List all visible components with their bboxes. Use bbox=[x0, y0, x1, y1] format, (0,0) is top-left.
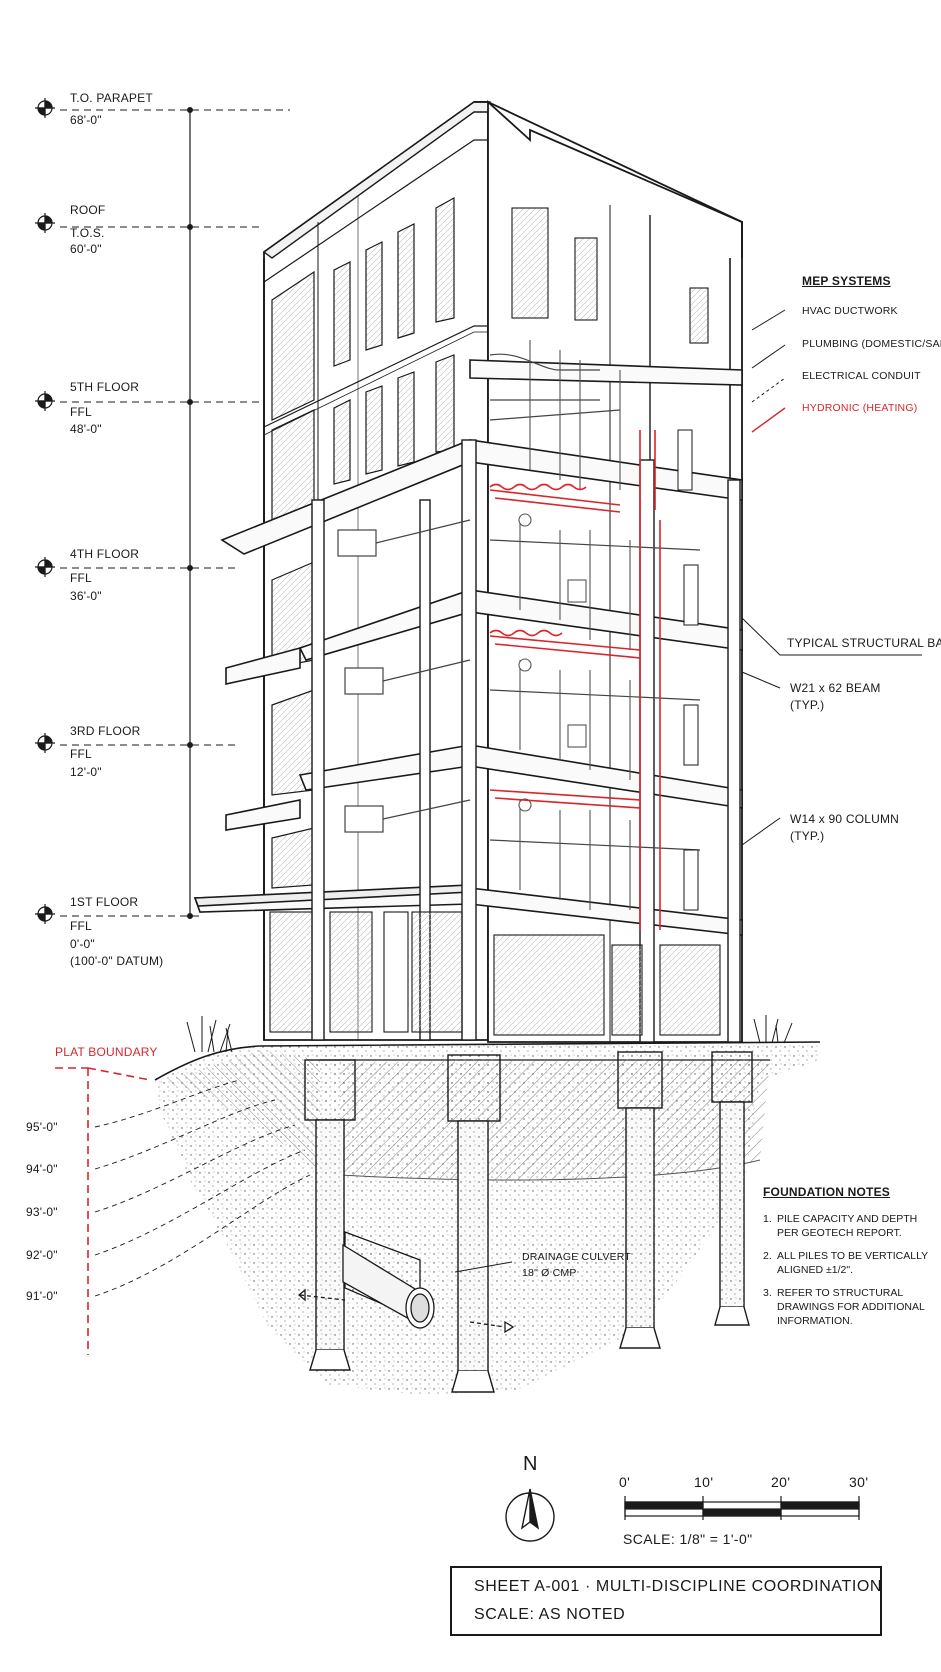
contour-label: 91'-0" bbox=[26, 1289, 58, 1303]
building bbox=[193, 99, 743, 1043]
culvert-size: 18" Ø CMP bbox=[522, 1267, 577, 1279]
slab-3rd bbox=[225, 646, 301, 685]
scale-tick-label: 30' bbox=[849, 1474, 869, 1490]
level-elev-parapet: 68'-0" bbox=[70, 113, 102, 127]
level-elev-4th: 36'-0" bbox=[70, 589, 102, 603]
north-arrow-icon bbox=[505, 1488, 555, 1542]
level-name-roof: ROOF bbox=[70, 203, 106, 217]
leader-lines bbox=[741, 309, 922, 846]
pile bbox=[447, 1054, 501, 1393]
scale-tick-label: 10' bbox=[694, 1474, 714, 1490]
level-target-icon bbox=[35, 98, 55, 118]
title-block-sheet: SHEET A-001 · MULTI-DISCIPLINE COORDINAT… bbox=[474, 1578, 883, 1595]
level-name-parapet: T.O. PARAPET bbox=[70, 91, 153, 105]
contour-label: 92'-0" bbox=[26, 1248, 58, 1262]
pile bbox=[304, 1059, 356, 1371]
title-block-scale: SCALE: AS NOTED bbox=[474, 1606, 626, 1623]
level-elev-3rd: 12'-0" bbox=[70, 765, 102, 779]
drainage-culvert bbox=[297, 1231, 515, 1334]
plumbing-pipes bbox=[518, 340, 631, 910]
pile bbox=[711, 1051, 753, 1326]
scale-bar bbox=[624, 1496, 860, 1520]
foundation-notes-title: FOUNDATION NOTES bbox=[763, 1185, 890, 1199]
slab-2nd bbox=[225, 799, 301, 831]
mep-item-hvac: HVAC DUCTWORK bbox=[802, 305, 898, 317]
north-arrow-label: N bbox=[523, 1453, 538, 1475]
contour-lines bbox=[94, 1079, 311, 1297]
front-windows bbox=[271, 196, 455, 889]
level-line-1st bbox=[60, 913, 200, 919]
pile bbox=[617, 1051, 663, 1349]
level-sub-1st: FFL bbox=[70, 919, 92, 933]
storefront bbox=[269, 911, 721, 1036]
level-sub-roof: T.O.S. bbox=[70, 226, 105, 240]
side-windows bbox=[511, 207, 709, 344]
plat-boundary-label: PLAT BOUNDARY bbox=[55, 1045, 158, 1059]
callout-structural-bay: TYPICAL STRUCTURAL BAY bbox=[787, 636, 941, 650]
contour-label: 95'-0" bbox=[26, 1120, 58, 1134]
floor-slabs bbox=[193, 359, 743, 936]
level-name-4th: 4TH FLOOR bbox=[70, 547, 140, 561]
level-target-icon bbox=[35, 557, 55, 577]
interior-doors bbox=[677, 429, 699, 911]
callout-beam-typ: (TYP.) bbox=[790, 698, 825, 712]
scale-tick-label: 0' bbox=[619, 1474, 631, 1490]
scale-tick-label: 20' bbox=[771, 1474, 791, 1490]
callout-column: W14 x 90 COLUMN bbox=[790, 812, 900, 826]
level-target-icon bbox=[35, 391, 55, 411]
mep-item-electrical: ELECTRICAL CONDUIT bbox=[802, 370, 921, 382]
level-sub-4th: FFL bbox=[70, 571, 92, 585]
level-sub-5th: FFL bbox=[70, 405, 92, 419]
plat-boundary-line bbox=[55, 1067, 151, 1355]
level-name-5th: 5TH FLOOR bbox=[70, 380, 140, 394]
level-elev-1st: 0'-0" bbox=[70, 937, 95, 951]
level-markers bbox=[60, 107, 290, 919]
callout-beam: W21 x 62 BEAM bbox=[790, 681, 881, 695]
mep-title: MEP SYSTEMS bbox=[802, 274, 891, 288]
structural-columns bbox=[311, 439, 741, 1043]
level-elev-5th: 48'-0" bbox=[70, 422, 102, 436]
level-line-4th bbox=[60, 565, 236, 571]
level-target-icon bbox=[35, 904, 55, 924]
mep-item-hydronic: HYDRONIC (HEATING) bbox=[802, 402, 918, 414]
level-line-parapet bbox=[60, 107, 290, 113]
contour-label: 93'-0" bbox=[26, 1205, 58, 1219]
level-line-roof bbox=[60, 224, 262, 230]
level-target-icon bbox=[35, 733, 55, 753]
scale-text: SCALE: 1/8" = 1'-0" bbox=[623, 1531, 753, 1547]
slab-5th-upper bbox=[469, 359, 743, 386]
grass-tuft-icon bbox=[186, 1015, 793, 1053]
level-line-3rd bbox=[60, 742, 236, 748]
level-datum-1st: (100'-0" DATUM) bbox=[70, 954, 164, 968]
mep-item-plumbing: PLUMBING (DOMESTIC/SAN) bbox=[802, 338, 941, 350]
level-target-icon bbox=[35, 213, 55, 233]
level-name-1st: 1ST FLOOR bbox=[70, 895, 139, 909]
title-block: SHEET A-001 · MULTI-DISCIPLINE COORDINAT… bbox=[450, 1566, 882, 1636]
contour-label: 94'-0" bbox=[26, 1162, 58, 1176]
culvert-title: DRAINAGE CULVERT bbox=[522, 1251, 631, 1263]
level-name-3rd: 3RD FLOOR bbox=[70, 724, 141, 738]
level-targets bbox=[35, 98, 55, 924]
hvac-ductwork bbox=[337, 353, 701, 851]
level-sub-3rd: FFL bbox=[70, 747, 92, 761]
hydronic-piping bbox=[489, 430, 661, 930]
callout-column-typ: (TYP.) bbox=[790, 829, 825, 843]
level-line-5th bbox=[60, 399, 262, 405]
foundation-piles bbox=[304, 1051, 753, 1393]
level-elev-roof: 60'-0" bbox=[70, 242, 102, 256]
